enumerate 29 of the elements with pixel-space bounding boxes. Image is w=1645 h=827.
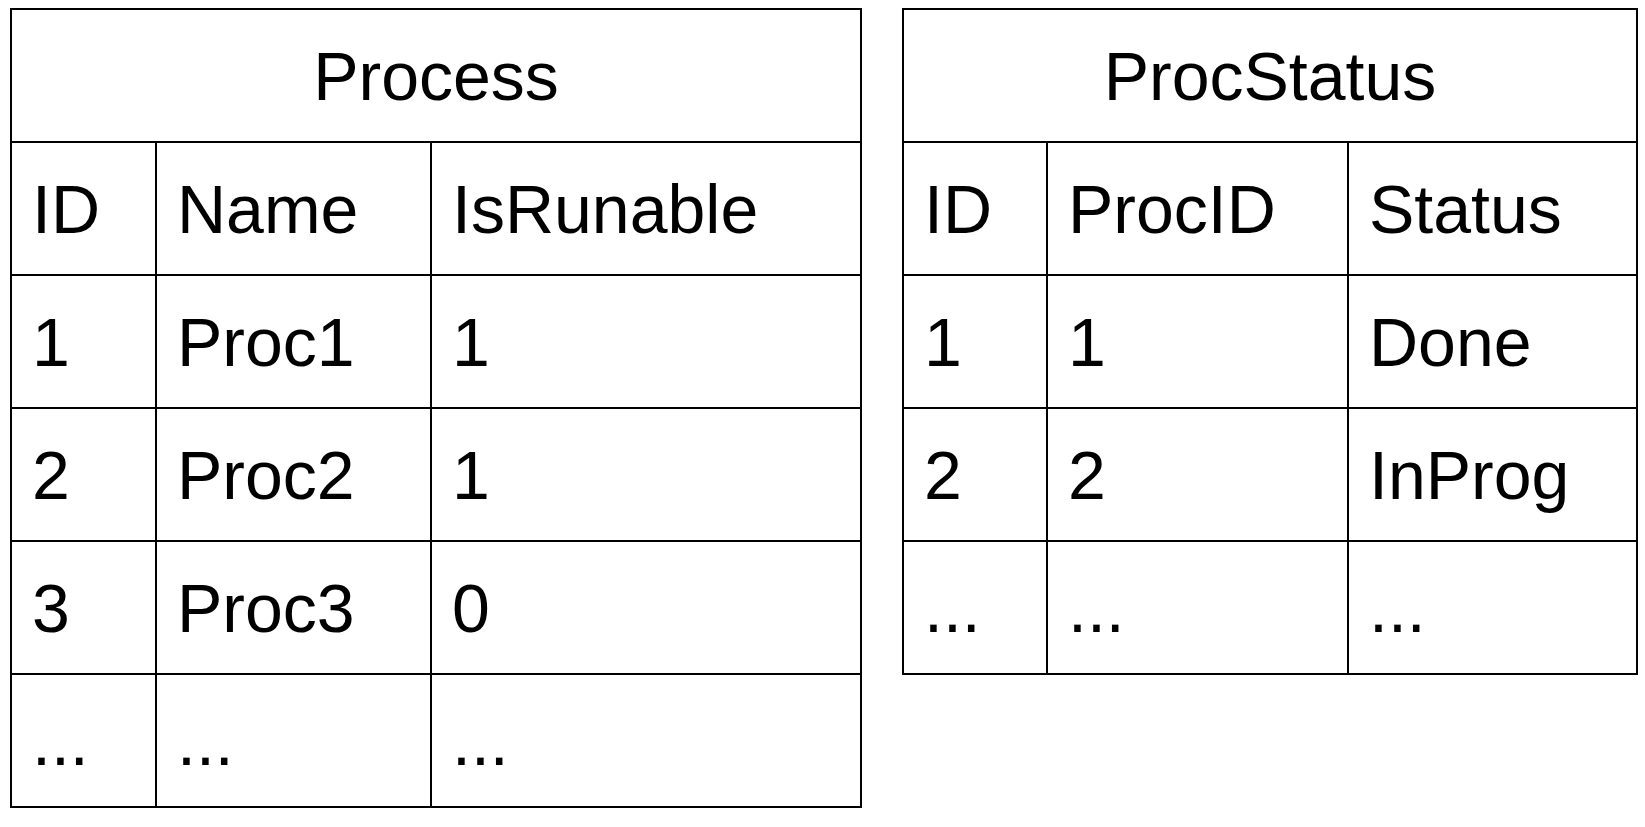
- table-cell: Proc1: [156, 275, 431, 408]
- table-cell: 1: [431, 408, 861, 541]
- table-cell: 1: [431, 275, 861, 408]
- table-cell: ...: [1348, 541, 1637, 674]
- column-header: ProcID: [1047, 142, 1348, 275]
- table-cell: ...: [1047, 541, 1348, 674]
- table-cell: 2: [11, 408, 156, 541]
- table-cell: ...: [903, 541, 1047, 674]
- table-cell: 2: [903, 408, 1047, 541]
- column-header: IsRunable: [431, 142, 861, 275]
- table-cell: 0: [431, 541, 861, 674]
- table-cell: 3: [11, 541, 156, 674]
- table-cell: 1: [903, 275, 1047, 408]
- table-cell: InProg: [1348, 408, 1637, 541]
- column-header: Name: [156, 142, 431, 275]
- table-cell: 2: [1047, 408, 1348, 541]
- table-title: ProcStatus: [903, 9, 1637, 142]
- column-header: ID: [903, 142, 1047, 275]
- table-cell: 1: [11, 275, 156, 408]
- table-cell: ...: [156, 674, 431, 807]
- column-header: ID: [11, 142, 156, 275]
- table-cell: Done: [1348, 275, 1637, 408]
- column-header: Status: [1348, 142, 1637, 275]
- table-cell: ...: [431, 674, 861, 807]
- table-title: Process: [11, 9, 861, 142]
- table-cell: ...: [11, 674, 156, 807]
- table-cell: Proc3: [156, 541, 431, 674]
- table-cell: 1: [1047, 275, 1348, 408]
- table-cell: Proc2: [156, 408, 431, 541]
